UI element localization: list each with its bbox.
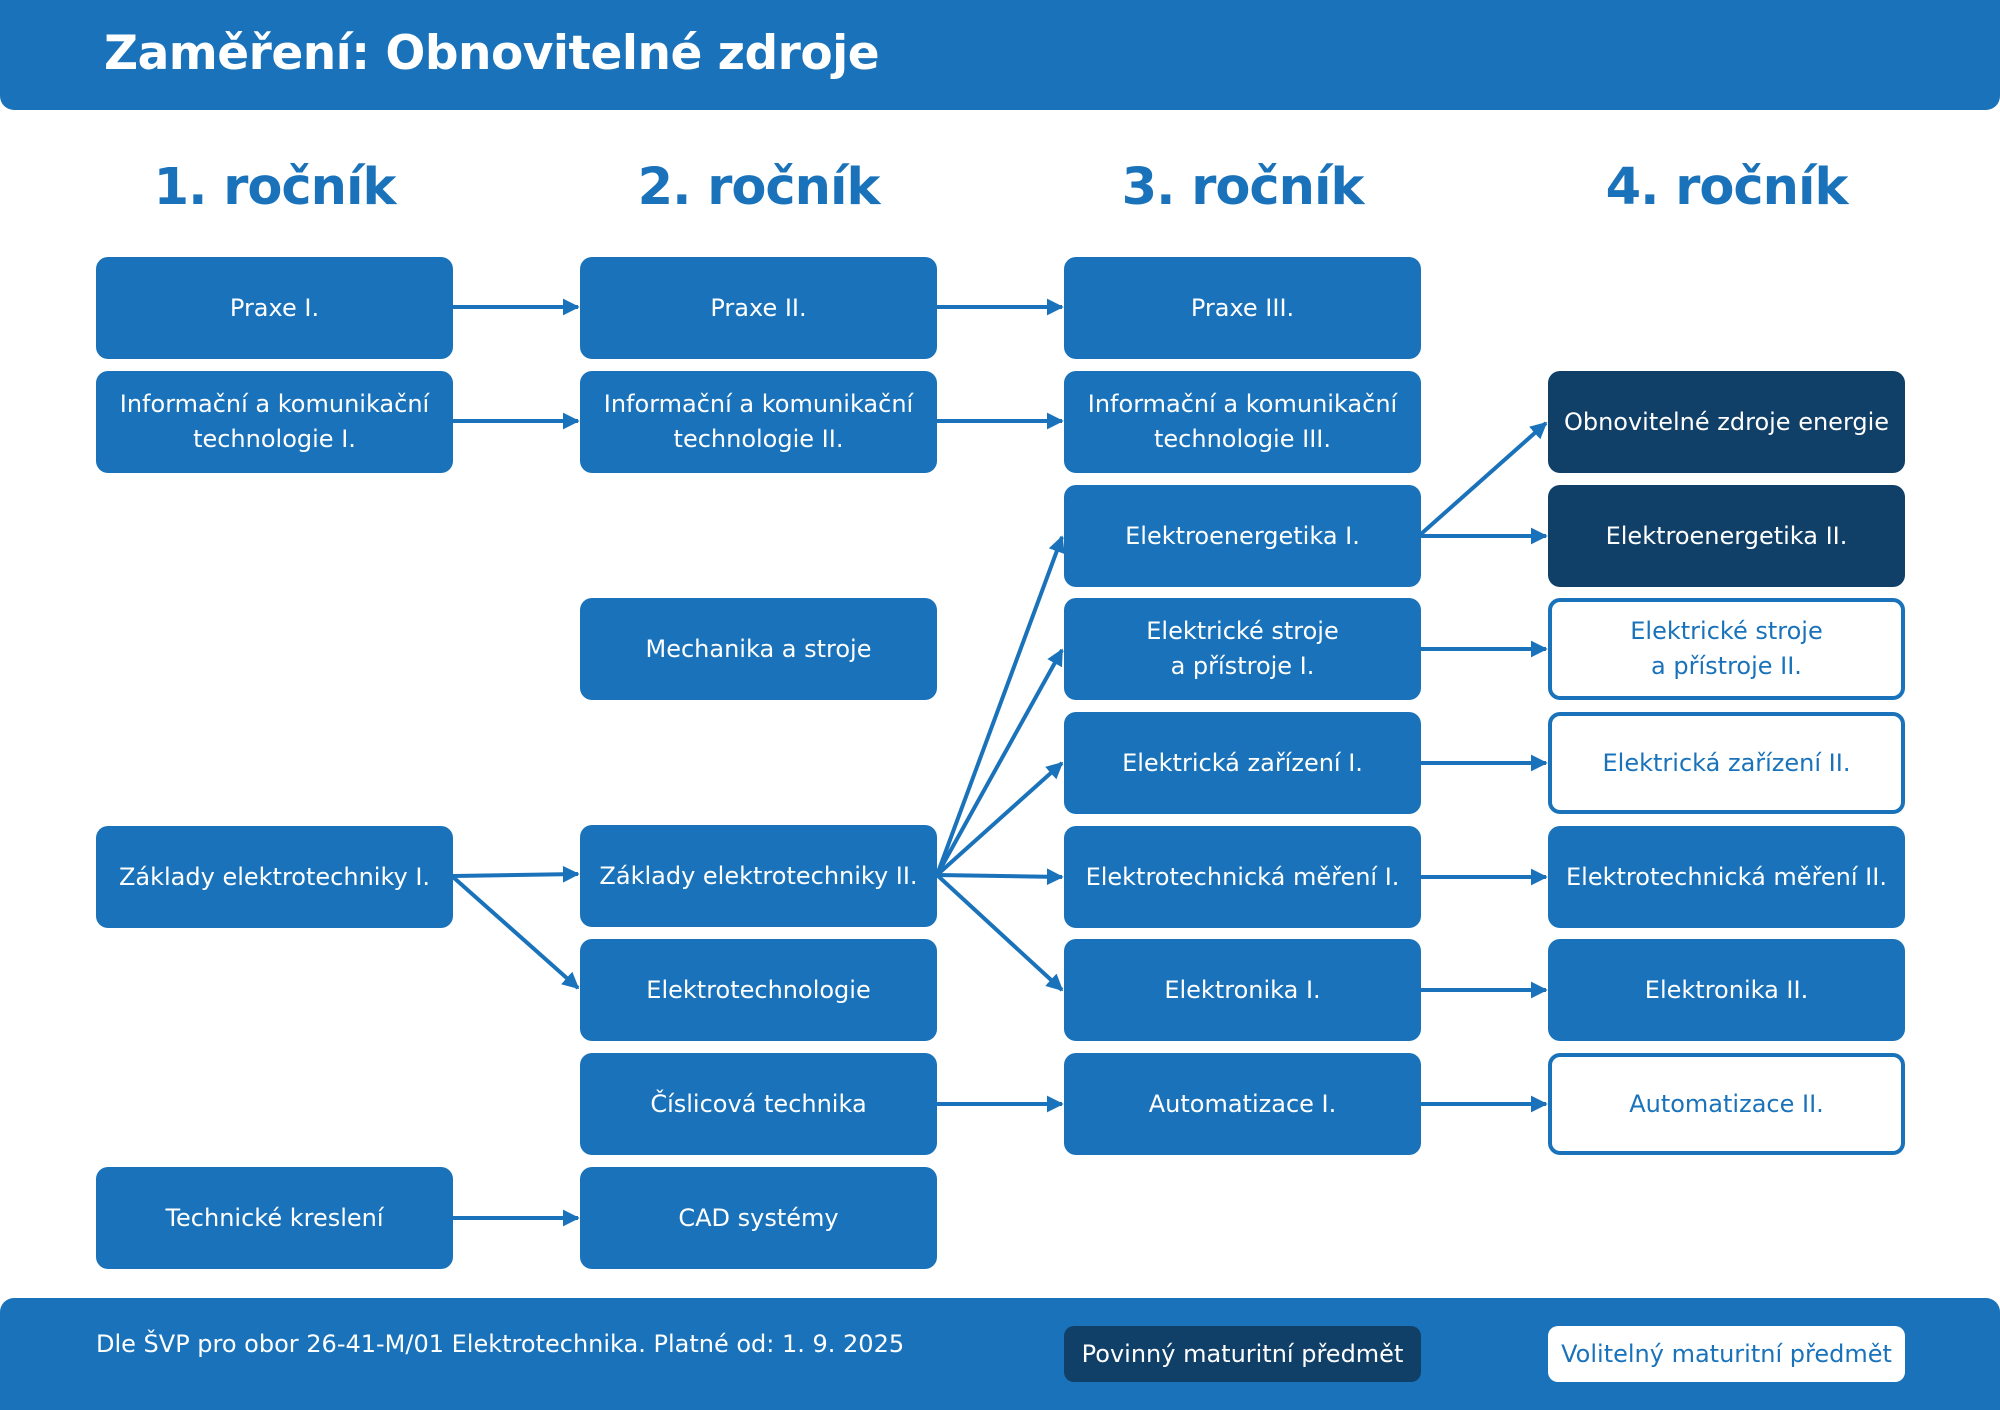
arrow-zaklady-1-elektrotechnologie	[451, 875, 580, 990]
subject-mereni-1: Elektrotechnická měření I.	[1064, 826, 1421, 928]
subject-kresleni: Technické kreslení	[96, 1167, 453, 1269]
subject-automatizace-2: Automatizace II.	[1548, 1053, 1905, 1155]
subject-praxe-3: Praxe III.	[1064, 257, 1421, 359]
subject-elektroenergetika-2: Elektroenergetika II.	[1548, 485, 1905, 587]
page-title: Zaměření: Obnovitelné zdroje	[104, 26, 880, 81]
year-2-heading: 2. ročník	[637, 158, 881, 217]
subject-ikt-3: Informační a komunikační technologie III…	[1064, 371, 1421, 473]
arrow-zaklady-2-mereni	[936, 868, 1064, 886]
subject-obnovitelne-zdroje: Obnovitelné zdroje energie	[1548, 371, 1905, 473]
subject-ikt-2: Informační a komunikační technologie II.	[580, 371, 937, 473]
subject-mechanika: Mechanika a stroje	[580, 598, 937, 700]
subject-elektroenergetika-1: Elektroenergetika I.	[1064, 485, 1421, 587]
subject-zaklady-2: Základy elektrotechniky II.	[580, 825, 937, 927]
subject-elektronika-2: Elektronika II.	[1548, 939, 1905, 1041]
arrow-energetika-zdroje	[1419, 421, 1548, 536]
subject-zarizeni-2: Elektrická zařízení II.	[1548, 712, 1905, 814]
legend-mandatory: Povinný maturitní předmět	[1064, 1326, 1421, 1382]
arrow-zaklady-1-2	[452, 865, 580, 883]
subject-elektrotechnologie: Elektrotechnologie	[580, 939, 937, 1041]
year-3-heading: 3. ročník	[1121, 158, 1365, 217]
arrow-zaklady-2-energetika	[935, 535, 1065, 876]
header-bar: Zaměření: Obnovitelné zdroje	[0, 0, 2000, 110]
footer-note: Dle ŠVP pro obor 26-41-M/01 Elektrotechn…	[96, 1330, 905, 1358]
subject-stroje-1: Elektrické stroje a přístroje I.	[1064, 598, 1421, 700]
year-1-heading: 1. ročník	[153, 158, 397, 217]
subject-ikt-1: Informační a komunikační technologie I.	[96, 371, 453, 473]
subject-cad: CAD systémy	[580, 1167, 937, 1269]
arrow-zaklady-2-elektronika	[935, 873, 1064, 992]
arrow-zaklady-2-zarizeni	[935, 761, 1064, 877]
subject-elektronika-1: Elektronika I.	[1064, 939, 1421, 1041]
subject-cislicova: Číslicová technika	[580, 1053, 937, 1155]
arrow-zaklady-2-stroje	[935, 648, 1064, 876]
subject-zaklady-1: Základy elektrotechniky I.	[96, 826, 453, 928]
year-4-heading: 4. ročník	[1605, 158, 1849, 217]
subject-mereni-2: Elektrotechnická měření II.	[1548, 826, 1905, 928]
legend-optional: Volitelný maturitní předmět	[1548, 1326, 1905, 1382]
subject-stroje-2: Elektrické stroje a přístroje II.	[1548, 598, 1905, 700]
subject-zarizeni-1: Elektrická zařízení I.	[1064, 712, 1421, 814]
subject-automatizace-1: Automatizace I.	[1064, 1053, 1421, 1155]
subject-praxe-1: Praxe I.	[96, 257, 453, 359]
subject-praxe-2: Praxe II.	[580, 257, 937, 359]
footer-bar: Dle ŠVP pro obor 26-41-M/01 Elektrotechn…	[0, 1298, 2000, 1410]
